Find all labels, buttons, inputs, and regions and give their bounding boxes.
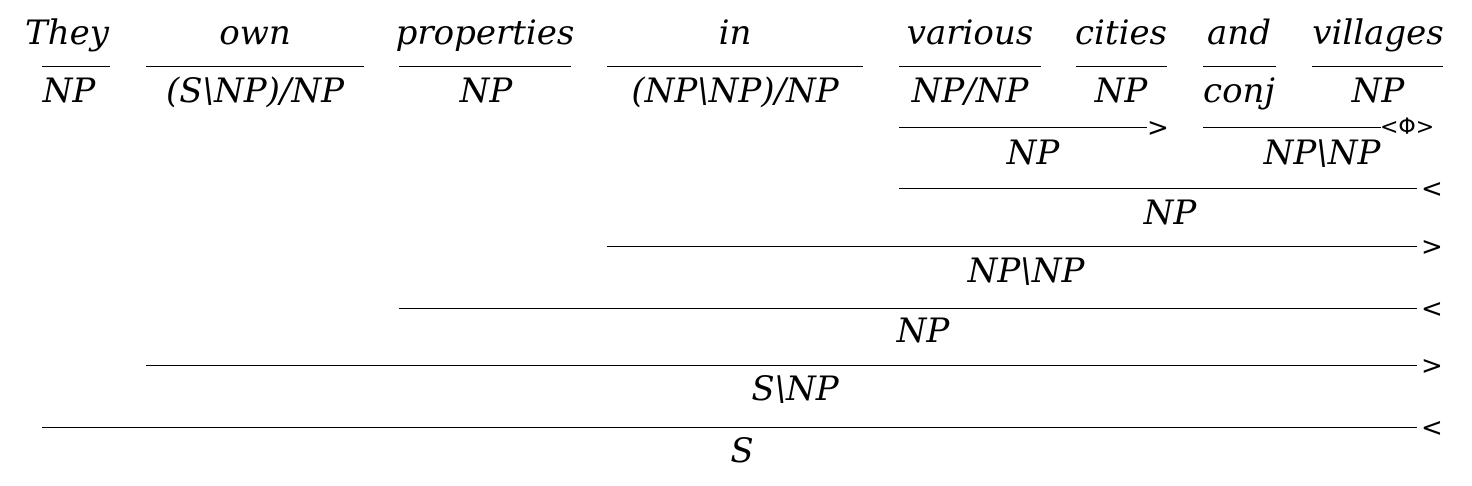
lexical-rule-cities (1076, 66, 1167, 67)
word-cities: cities (1074, 13, 1168, 53)
word-villages: villages (1312, 13, 1444, 53)
combination-result-1: NP (1006, 133, 1060, 173)
combination-mark-3: < (1421, 174, 1443, 204)
word-own: own (219, 13, 291, 53)
category-and: conj (1203, 71, 1275, 111)
lexical-rule-they (42, 66, 110, 67)
combination-rule-2 (1203, 127, 1381, 128)
word-and: and (1207, 13, 1271, 53)
combination-mark-6: > (1421, 351, 1443, 381)
category-properties: NP (459, 71, 513, 111)
word-properties: properties (395, 13, 575, 53)
combination-rule-1 (899, 127, 1147, 128)
combination-mark-4: > (1421, 232, 1443, 262)
category-cities: NP (1094, 71, 1148, 111)
word-various: various (906, 13, 1034, 53)
lexical-rule-in (607, 66, 863, 67)
combination-rule-6 (146, 365, 1417, 366)
combination-mark-7: < (1421, 413, 1443, 443)
word-they: They (25, 13, 109, 53)
combination-rule-5 (399, 308, 1417, 309)
category-in: (NP\NP)/NP (631, 71, 839, 111)
combination-mark-5: < (1421, 294, 1443, 324)
combination-rule-3 (899, 188, 1417, 189)
combination-rule-7 (42, 427, 1417, 428)
combination-mark-2: <Φ> (1380, 115, 1435, 140)
combination-result-3: NP (1143, 193, 1197, 233)
combination-mark-1: > (1147, 113, 1169, 143)
lexical-rule-various (899, 66, 1041, 67)
category-they: NP (42, 71, 96, 111)
category-own: (S\NP)/NP (166, 71, 344, 111)
combination-result-5: NP (896, 311, 950, 351)
lexical-rule-and (1203, 66, 1276, 67)
combination-result-4: NP\NP (967, 251, 1085, 291)
combination-result-2: NP\NP (1263, 133, 1381, 173)
lexical-rule-properties (399, 66, 571, 67)
combination-result-7: S (730, 431, 754, 471)
lexical-rule-own (146, 66, 364, 67)
combination-result-6: S\NP (751, 369, 839, 409)
category-various: NP/NP (911, 71, 1029, 111)
word-in: in (718, 13, 752, 53)
lexical-rule-villages (1312, 66, 1443, 67)
combination-rule-4 (607, 246, 1417, 247)
category-villages: NP (1351, 71, 1405, 111)
